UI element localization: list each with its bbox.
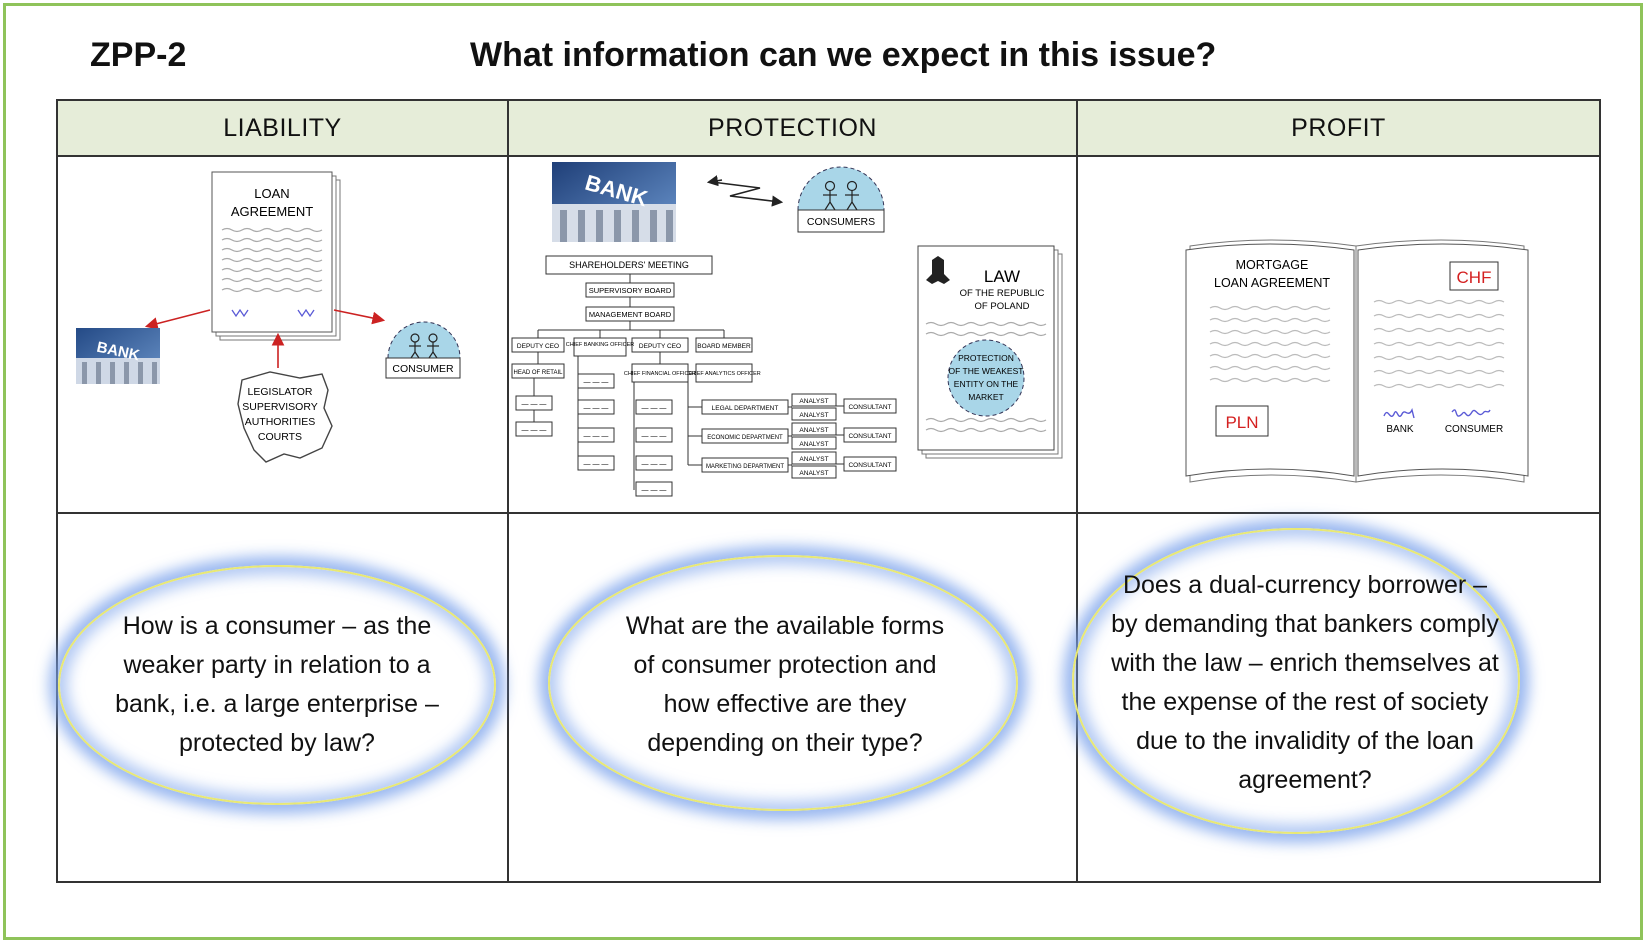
- map-line: COURTS: [258, 431, 302, 443]
- org-node: CHIEF ANALYTICS OFFICER: [687, 371, 761, 377]
- column-header-liability: LIABILITY: [58, 101, 507, 157]
- org-node: ANALYST: [799, 427, 828, 434]
- mortgage-agreement-book: MORTGAGE LOAN AGREEMENT CHF PLN BANK CON…: [1185, 239, 1529, 483]
- org-node: HEAD OF RETAIL: [514, 370, 564, 376]
- org-node: ANALYST: [799, 441, 828, 448]
- column-header-protection: PROTECTION: [509, 101, 1076, 157]
- org-node: SHAREHOLDERS' MEETING: [569, 260, 689, 270]
- bank-signature: [1383, 407, 1415, 419]
- arrow-to-bank: [144, 309, 211, 330]
- row-divider: [58, 512, 1599, 514]
- org-node: MANAGEMENT BOARD: [589, 310, 672, 319]
- org-node: ECONOMIC DEPARTMENT: [707, 435, 783, 441]
- org-node-placeholder: — — —: [522, 401, 547, 408]
- law-circle-text: OF THE WEAKEST: [949, 366, 1024, 376]
- org-node: CONSULTANT: [848, 433, 891, 440]
- org-node: BOARD MEMBER: [697, 343, 751, 350]
- chf-label: CHF: [1457, 268, 1492, 287]
- law-subtitle: OF POLAND: [975, 301, 1030, 312]
- arrow-to-consumer: [333, 309, 386, 325]
- org-node-placeholder: — — —: [642, 433, 667, 440]
- eagle-emblem-icon: [926, 256, 950, 284]
- law-book: LAW OF THE REPUBLIC OF POLAND PROTECTION…: [917, 245, 1063, 459]
- question-oval-profit: [1072, 528, 1520, 834]
- profit-illustration: MORTGAGE LOAN AGREEMENT CHF PLN BANK CON…: [1185, 239, 1529, 483]
- org-node-placeholder: — — —: [584, 379, 609, 386]
- page-title: What information can we expect in this i…: [470, 36, 1217, 74]
- column-divider: [507, 101, 509, 881]
- org-node: CONSULTANT: [848, 462, 891, 469]
- doc-title-line1: LOAN: [254, 186, 289, 201]
- org-node: DEPUTY CEO: [517, 343, 559, 350]
- org-node-placeholder: — — —: [522, 427, 547, 434]
- issue-code: ZPP-2: [90, 36, 187, 74]
- map-line: AUTHORITIES: [245, 416, 316, 428]
- map-line: LEGISLATOR: [248, 386, 313, 398]
- org-node: SUPERVISORY BOARD: [589, 286, 672, 295]
- org-node-placeholder: — — —: [642, 461, 667, 468]
- profit-question: Does a dual-currency borrower – by deman…: [1111, 571, 1499, 794]
- zigzag-connector: [711, 181, 784, 207]
- org-node: ANALYST: [799, 456, 828, 463]
- map-line: SUPERVISORY: [242, 401, 317, 413]
- pln-box: [1215, 405, 1269, 437]
- org-node: ANALYST: [799, 470, 828, 477]
- protection-question: What are the available forms of consumer…: [625, 612, 945, 757]
- org-node: DEPUTY CEO: [639, 343, 681, 350]
- org-node-placeholder: — — —: [584, 433, 609, 440]
- org-node: CHIEF BANKING OFFICER: [566, 342, 634, 348]
- law-subtitle: OF THE REPUBLIC: [960, 288, 1045, 299]
- org-node: ANALYST: [799, 398, 828, 405]
- poland-map: LEGISLATOR SUPERVISORY AUTHORITIES COURT…: [237, 371, 333, 463]
- column-divider: [1076, 101, 1078, 881]
- question-oval-liability: [58, 565, 496, 805]
- org-node: MARKETING DEPARTMENT: [706, 464, 784, 470]
- doc-title-line2: AGREEMENT: [231, 204, 313, 219]
- org-node-placeholder: — — —: [642, 487, 667, 494]
- book-title-line1: MORTGAGE: [1236, 258, 1309, 272]
- org-node: ANALYST: [799, 412, 828, 419]
- column-header-profit: PROFIT: [1078, 101, 1599, 157]
- loan-agreement-document: LOAN AGREEMENT: [211, 171, 341, 341]
- org-node: CONSULTANT: [848, 404, 891, 411]
- book-title-line2: LOAN AGREEMENT: [1214, 276, 1330, 290]
- consumer-figure: CONSUMER: [385, 321, 461, 379]
- org-node-placeholder: — — —: [642, 405, 667, 412]
- law-circle-text: PROTECTION: [958, 353, 1014, 363]
- signatory-bank: BANK: [1386, 424, 1414, 435]
- org-node: LEGAL DEPARTMENT: [712, 405, 779, 412]
- bank-building-image: BANK: [552, 162, 676, 242]
- protection-illustration: BANK CONSUMERS: [511, 162, 1063, 497]
- org-node: CHIEF FINANCIAL OFFICER: [624, 371, 696, 377]
- liability-illustration: LOAN AGREEMENT BANK CONSUMER: [76, 171, 461, 463]
- bank-building-image: BANK: [76, 328, 160, 384]
- page-frame: [3, 3, 1643, 940]
- law-circle-text: ENTITY ON THE: [954, 379, 1019, 389]
- liability-question: How is a consumer – as the weaker party …: [115, 612, 439, 757]
- org-node-placeholder: — — —: [584, 461, 609, 468]
- signatory-consumer: CONSUMER: [1445, 424, 1503, 435]
- org-node-placeholder: — — —: [584, 405, 609, 412]
- pln-label: PLN: [1225, 413, 1258, 432]
- consumers-figure: CONSUMERS: [797, 166, 885, 233]
- topic-table: LIABILITY PROTECTION PROFIT: [56, 99, 1601, 883]
- org-chart: SHAREHOLDERS' MEETING SUPERVISORY BOARD …: [511, 255, 897, 497]
- consumers-label: CONSUMERS: [807, 216, 875, 228]
- chf-box: [1449, 261, 1499, 291]
- law-title: LAW: [984, 267, 1020, 286]
- law-circle-text: MARKET: [968, 392, 1003, 402]
- consumer-label: CONSUMER: [392, 363, 454, 375]
- consumer-signature: [1451, 409, 1491, 417]
- question-oval-protection: [548, 555, 1018, 811]
